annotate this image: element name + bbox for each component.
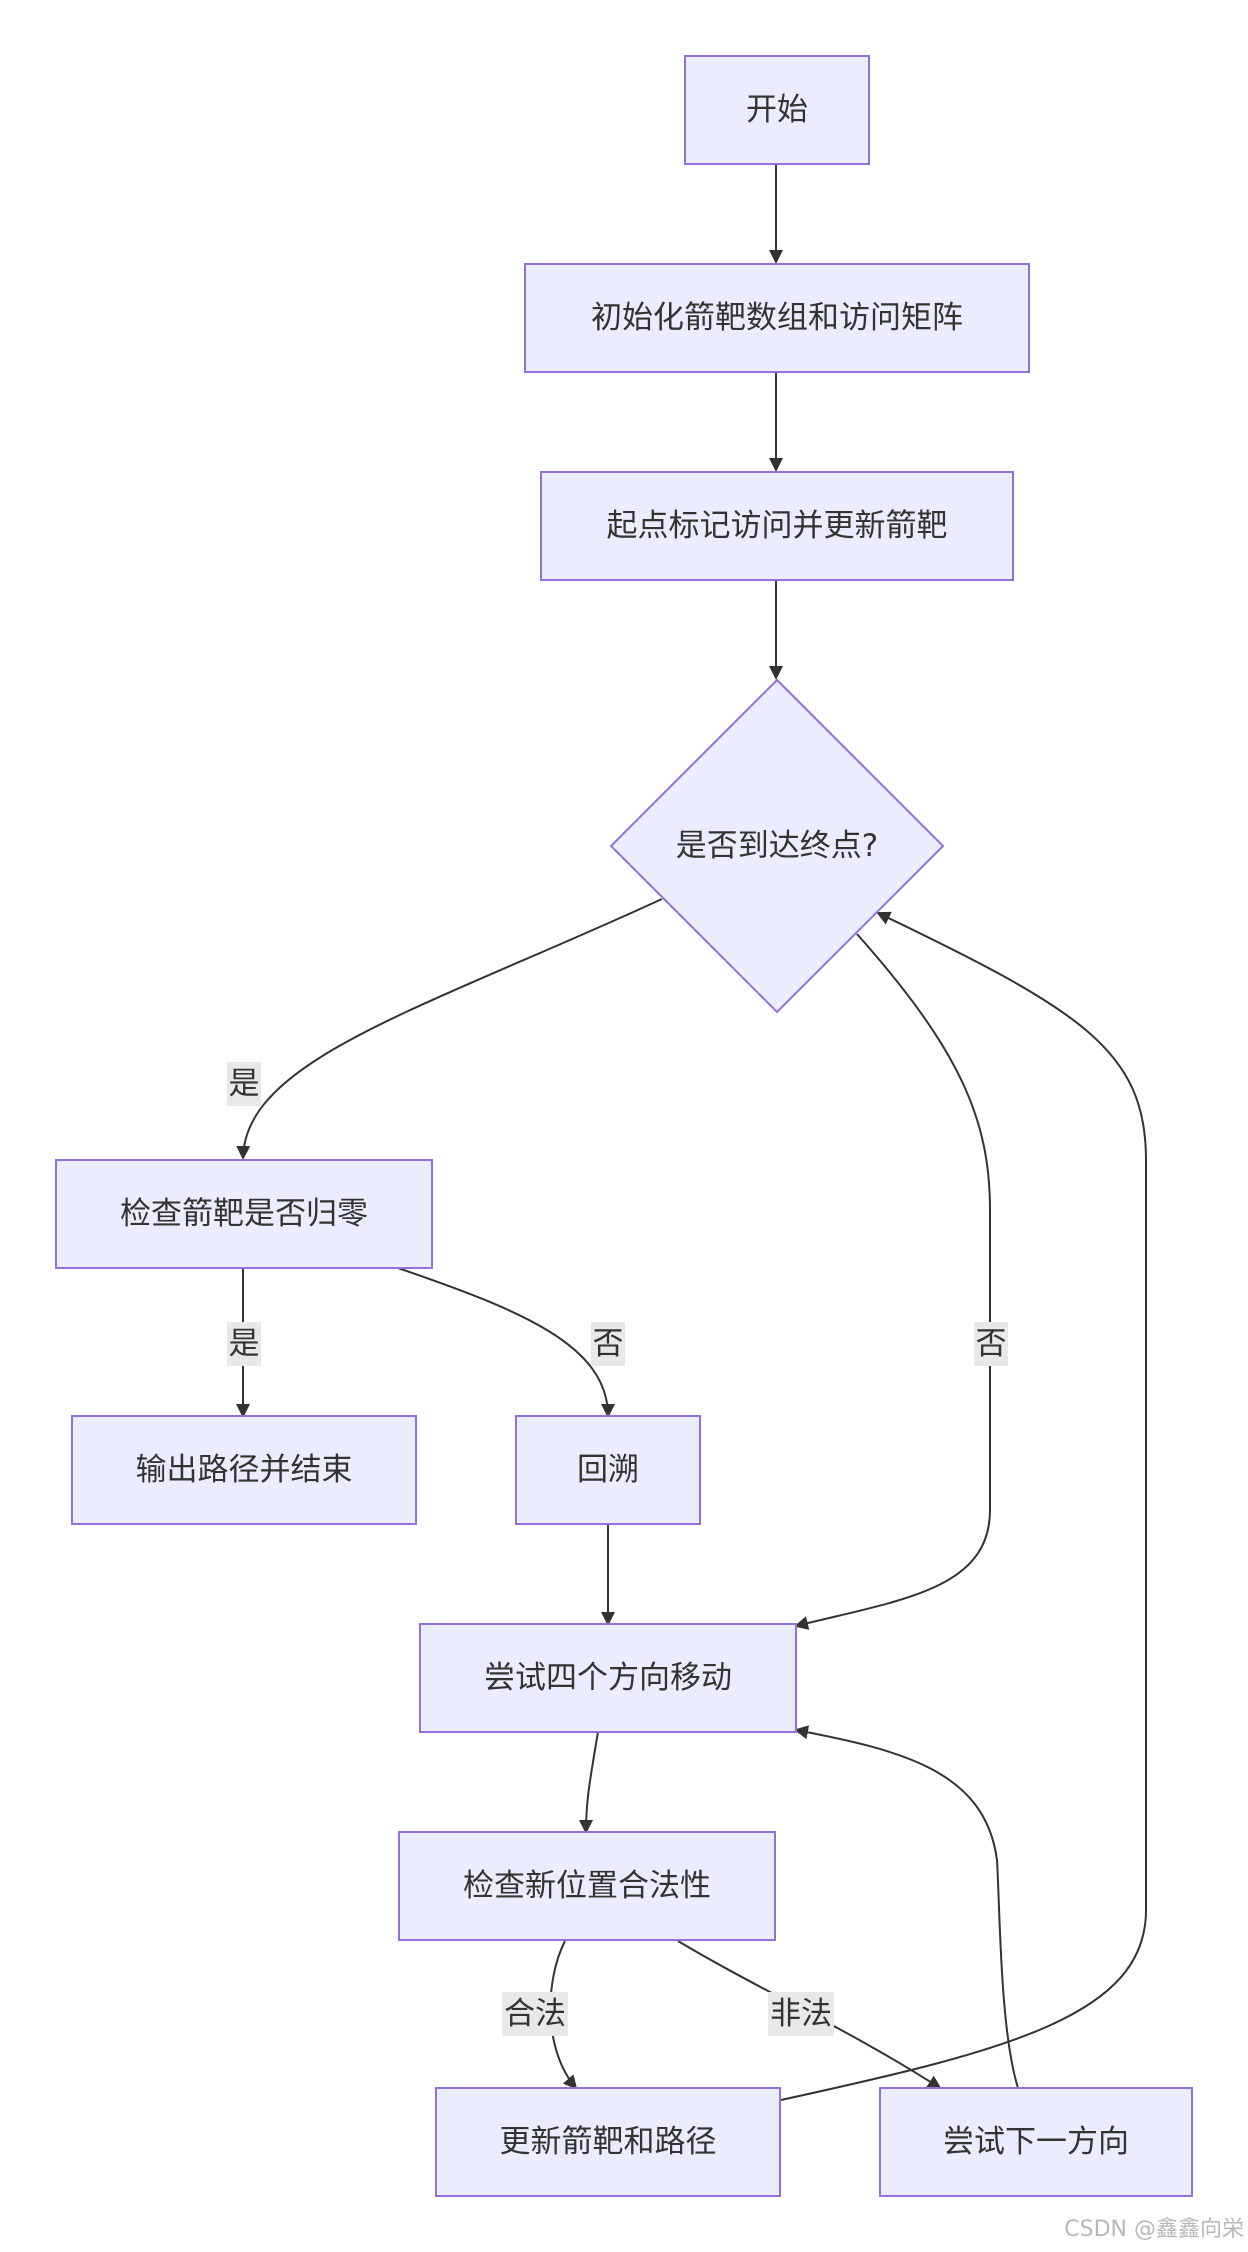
node-start-label: 开始 — [746, 92, 808, 128]
node-mark[interactable]: 起点标记访问并更新箭靶 — [540, 471, 1014, 581]
edge-label-zero-no: 否 — [591, 1322, 625, 1366]
node-mark-label: 起点标记访问并更新箭靶 — [607, 508, 948, 544]
edge-labels: 是 否 是 否 合法 非法 — [227, 1062, 1008, 2036]
edge-zero-no — [397, 1267, 615, 1418]
node-reach-label: 是否到达终点? — [676, 828, 878, 864]
node-start[interactable]: 开始 — [684, 55, 870, 165]
edge-label-legal-text: 合法 — [504, 1996, 566, 2032]
node-backtrack-label: 回溯 — [577, 1452, 639, 1488]
node-next-dir-label: 尝试下一方向 — [943, 2124, 1129, 2160]
node-update-label: 更新箭靶和路径 — [500, 2124, 717, 2160]
edge-label-reach-no-text: 否 — [976, 1326, 1007, 1362]
node-reach-decision[interactable]: 是否到达终点? — [609, 678, 945, 1014]
edge-label-illegal-text: 非法 — [770, 1996, 832, 2032]
edge-label-zero-yes-text: 是 — [229, 1326, 260, 1362]
edge-next-try4 — [794, 1725, 1019, 2089]
node-try4[interactable]: 尝试四个方向移动 — [419, 1623, 797, 1733]
node-try4-label: 尝试四个方向移动 — [484, 1660, 732, 1696]
edge-label-zero-no-text: 否 — [593, 1326, 624, 1362]
nodes: 开始 初始化箭靶数组和访问矩阵 起点标记访问并更新箭靶 是否到达终点? 检查箭靶… — [55, 55, 1193, 2197]
edge-reach-yes — [236, 898, 663, 1160]
node-check-pos[interactable]: 检查新位置合法性 — [398, 1831, 776, 1941]
edge-label-reach-yes: 是 — [227, 1062, 261, 1106]
node-output[interactable]: 输出路径并结束 — [71, 1415, 417, 1525]
edges — [236, 164, 1147, 2101]
edge-reach-no — [794, 933, 991, 1630]
node-init-label: 初始化箭靶数组和访问矩阵 — [591, 300, 963, 336]
edge-label-reach-yes-text: 是 — [229, 1066, 260, 1102]
edge-label-illegal: 非法 — [768, 1992, 834, 2036]
node-check-zero-label: 检查箭靶是否归零 — [120, 1196, 368, 1232]
edge-label-legal: 合法 — [502, 1992, 568, 2036]
edge-try4-checkpos — [579, 1731, 599, 1834]
node-check-zero[interactable]: 检查箭靶是否归零 — [55, 1159, 433, 1269]
node-update[interactable]: 更新箭靶和路径 — [435, 2087, 781, 2197]
node-check-pos-label: 检查新位置合法性 — [463, 1868, 711, 1904]
watermark: CSDN @鑫鑫向栄 — [1064, 2217, 1244, 2242]
node-output-label: 输出路径并结束 — [136, 1452, 353, 1488]
node-next-dir[interactable]: 尝试下一方向 — [879, 2087, 1193, 2197]
edge-label-reach-no: 否 — [974, 1322, 1008, 1366]
edge-label-zero-yes: 是 — [227, 1322, 261, 1366]
node-init[interactable]: 初始化箭靶数组和访问矩阵 — [524, 263, 1030, 373]
node-backtrack[interactable]: 回溯 — [515, 1415, 701, 1525]
edge-update-reach — [780, 911, 1147, 2101]
